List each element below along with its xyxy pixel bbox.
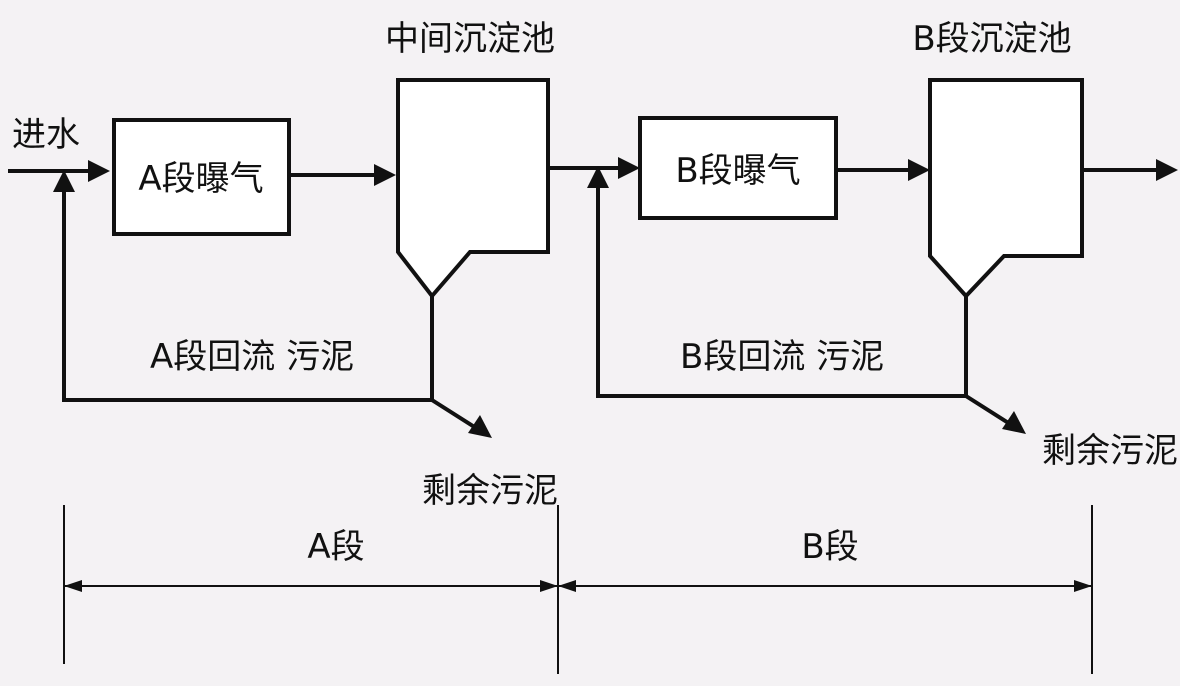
b-settling-tank	[928, 78, 1084, 299]
b-return-sludge-arrowhead	[587, 166, 609, 188]
b-excess-sludge-label: 剩余污泥	[1042, 431, 1178, 471]
b-span-left-arrowhead	[558, 580, 576, 592]
b-return-sludge-label: B段回流 污泥	[680, 337, 884, 377]
a-excess-sludge-line	[429, 397, 479, 431]
a-return-sludge-arrowhead	[53, 170, 75, 192]
settler-to-b-aeration-arrowhead	[618, 157, 640, 179]
b-stage-aeration-label: B段曝气	[675, 151, 800, 191]
a-span-right-arrowhead	[540, 580, 558, 592]
a-excess-sludge-label: 剩余污泥	[422, 471, 558, 511]
a-span-left-arrowhead	[64, 580, 82, 592]
b-excess-sludge-arrowhead	[1002, 411, 1026, 434]
a-aeration-to-settler-arrowhead	[374, 164, 396, 186]
b-span-right-arrowhead	[1074, 580, 1092, 592]
effluent-arrowhead	[1156, 159, 1178, 181]
b-aeration-to-settler-arrowhead	[908, 159, 930, 181]
inflow-arrowhead	[88, 160, 110, 182]
a-excess-sludge-arrowhead	[468, 415, 492, 438]
a-stage-aeration-label: A段曝气	[138, 159, 263, 199]
intermediate-settling-tank	[396, 78, 550, 300]
intermediate-settling-tank-label: 中间沉淀池	[385, 19, 555, 59]
b-excess-sludge-line	[963, 393, 1013, 427]
b-settling-tank-label: B段沉淀池	[912, 19, 1071, 59]
b-span-label: B段	[801, 527, 858, 567]
inflow-label: 进水	[12, 115, 80, 155]
a-span-label: A段	[307, 527, 364, 567]
b-stage-aeration-box	[638, 116, 838, 220]
a-return-sludge-label: A段回流 污泥	[150, 337, 354, 377]
